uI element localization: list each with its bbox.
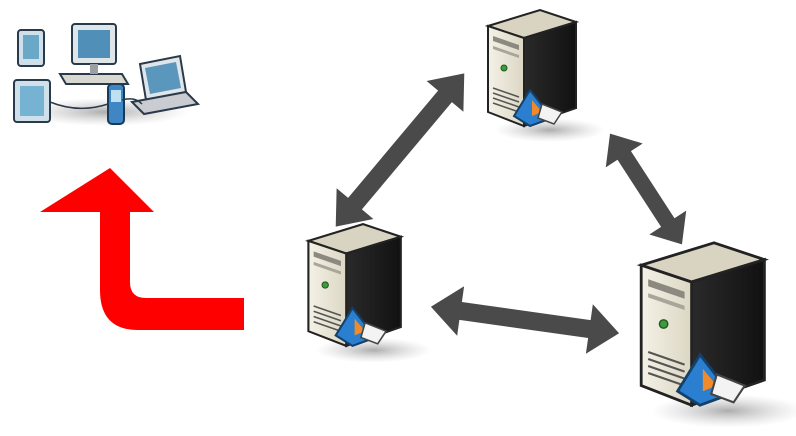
red-return-arrow	[40, 168, 244, 330]
client-devices-icon	[14, 24, 198, 126]
server-icon-right	[641, 243, 796, 428]
server-icon-top	[488, 10, 605, 142]
laptop-icon	[132, 56, 198, 114]
tablet-icon	[18, 30, 44, 66]
phone-icon	[108, 84, 124, 124]
desktop-computer-icon	[60, 24, 128, 84]
double-arrow-left-top	[317, 58, 482, 242]
double-arrow-left-right	[427, 282, 622, 358]
server-icon-left	[308, 224, 431, 363]
tablet-icon	[14, 80, 50, 122]
double-arrow-top-right	[592, 122, 701, 257]
